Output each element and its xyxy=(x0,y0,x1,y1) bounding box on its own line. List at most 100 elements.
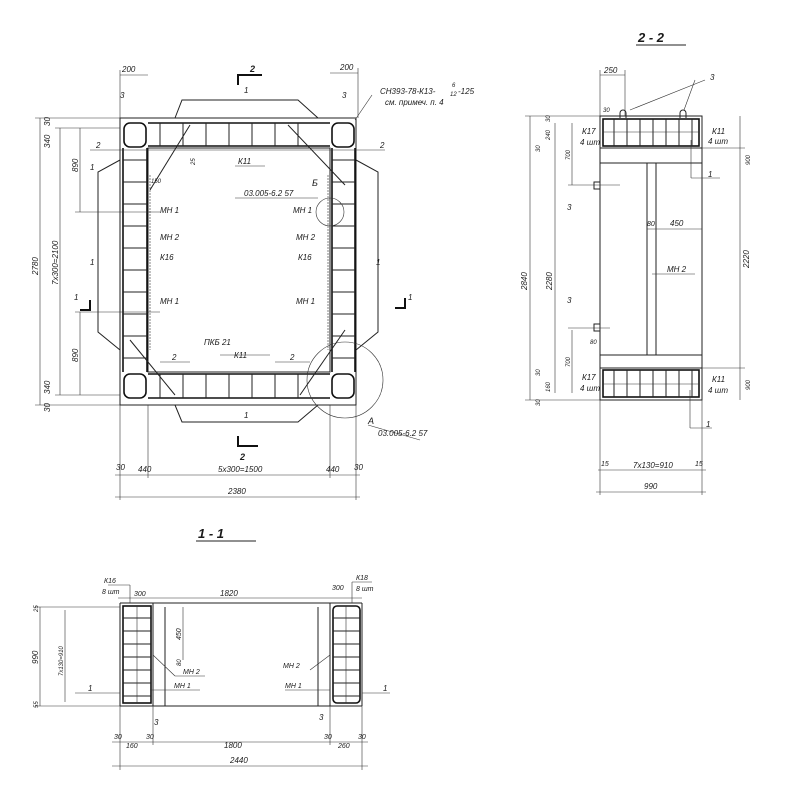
section-1-1-dimensions xyxy=(35,581,390,770)
dim-label: 25 xyxy=(34,605,40,613)
dim-label: 30 xyxy=(536,145,542,152)
mesh-label: МН 2 xyxy=(283,663,300,670)
embedded-part xyxy=(593,323,601,332)
element-mark: 2 xyxy=(379,141,385,150)
dim-label: 890 xyxy=(71,348,80,362)
dim-label: 2380 xyxy=(227,487,246,496)
section-1-1-labels: К16 8 шт 300 1820 300 К18 8 шт 25 990 7x… xyxy=(31,575,387,765)
element-mark: 1 xyxy=(244,411,248,420)
dim-label: 25 xyxy=(191,158,197,166)
dim-label: 700 xyxy=(566,149,572,160)
dim-label: 200 xyxy=(121,65,136,74)
plan-labels: 200 200 2 1 3 3 СН393-78-К13- 6 12 -125 … xyxy=(31,63,475,496)
dim-label: 300 xyxy=(332,585,344,592)
plan-inner-opening xyxy=(147,147,331,373)
dim-label: 200 xyxy=(339,63,354,72)
rebar-label: К16 xyxy=(298,253,312,262)
section-title: 1 - 1 xyxy=(198,526,224,541)
mesh-spec-den: 12 xyxy=(450,92,457,98)
section-mark-1: 1 xyxy=(88,684,92,693)
dim-label: 450 xyxy=(176,628,183,640)
element-mark: 1 xyxy=(708,170,712,179)
section-mark-2: 2 xyxy=(239,452,245,462)
element-mark: 1 xyxy=(376,258,380,267)
dim-label: 250 xyxy=(603,66,618,75)
dim-label: 30 xyxy=(43,117,52,126)
dim-label: 240 xyxy=(546,129,552,141)
dim-label: 160 xyxy=(546,381,552,392)
dim-label: 5x300=1500 xyxy=(218,465,263,474)
section-2-2-dimensions xyxy=(525,70,745,495)
element-1-bottom xyxy=(174,404,319,423)
dim-label: 900 xyxy=(746,379,752,390)
dim-label: 15 xyxy=(695,461,703,468)
mesh-label: МН 2 xyxy=(183,669,200,676)
dim-label: 890 xyxy=(71,158,80,172)
section-1-1: 1 - 1 xyxy=(31,526,390,770)
plan-view: 200 200 2 1 3 3 СН393-78-К13- 6 12 -125 … xyxy=(31,63,475,500)
detail-b-ref: 03.005-6.2 57 xyxy=(244,189,294,198)
qty-label: 4 шт xyxy=(580,138,600,147)
dim-label: 160 xyxy=(126,743,138,750)
section-mark-2: 2 xyxy=(249,64,255,74)
dim-label: 7x130=910 xyxy=(633,461,673,470)
dim-label: 1800 xyxy=(224,741,242,750)
plan-rebar-bands xyxy=(122,122,356,399)
cage-bottom xyxy=(602,369,700,398)
qty-label: 8 шт xyxy=(356,586,374,593)
rebar-label: К16 xyxy=(104,578,116,585)
rebar-label: К16 xyxy=(160,253,174,262)
element-mark: 1 xyxy=(90,163,94,172)
rebar-label: К17 xyxy=(582,373,596,382)
dim-label: 80 xyxy=(590,340,597,346)
element-mark: 3 xyxy=(319,713,324,722)
element-mark: 3 xyxy=(120,91,125,100)
mesh-label: МН 1 xyxy=(160,297,179,306)
mesh-label: МН 2 xyxy=(296,233,316,242)
mesh-spec: СН393-78-К13- xyxy=(380,87,436,96)
dim-label: 7x130=910 xyxy=(59,645,65,676)
element-mark: 2 xyxy=(171,353,177,362)
mesh-spec-step: -125 xyxy=(458,87,475,96)
qty-label: 4 шт xyxy=(708,386,728,395)
detail-a-circle xyxy=(306,341,384,419)
section-2-2: 2 - 2 xyxy=(520,30,752,495)
element-mark: 3 xyxy=(154,718,159,727)
dim-label: 340 xyxy=(43,380,52,394)
dim-label: 440 xyxy=(138,465,152,474)
dim-label: 900 xyxy=(746,154,752,165)
cage-right xyxy=(332,605,361,704)
section-mark-1: 1 xyxy=(74,293,78,302)
qty-label: 4 шт xyxy=(580,384,600,393)
dim-label: 30 xyxy=(603,108,610,114)
detail-a-mark: А xyxy=(367,416,374,426)
dim-label: 2780 xyxy=(31,257,40,276)
qty-label: 4 шт xyxy=(708,137,728,146)
dim-label: 700 xyxy=(566,356,572,367)
mesh-label: МН 1 xyxy=(293,206,312,215)
dim-label: 450 xyxy=(670,219,684,228)
dim-label: 30 xyxy=(536,369,542,376)
dim-label: 990 xyxy=(644,482,658,491)
dim-label: 80 xyxy=(647,221,655,228)
block-label: ПКБ 21 xyxy=(204,338,231,347)
dim-label: 30 xyxy=(354,463,363,472)
element-mark: 1 xyxy=(90,258,94,267)
dim-label: 2280 xyxy=(545,272,554,291)
element-mark: 3 xyxy=(567,203,572,212)
qty-label: 8 шт xyxy=(102,589,120,596)
element-1-top xyxy=(174,99,319,119)
rebar-label: К18 xyxy=(356,575,368,582)
dim-label: 990 xyxy=(31,650,40,664)
dim-label: 7x300=2100 xyxy=(51,240,60,285)
dim-label: 55 xyxy=(34,701,40,708)
dim-label: 30 xyxy=(536,399,542,406)
element-mark: 3 xyxy=(567,296,572,305)
dim-label: 30 xyxy=(324,734,332,741)
dim-label: 15 xyxy=(601,461,609,468)
section-mark-1: 1 xyxy=(383,684,387,693)
dim-label: 1820 xyxy=(220,589,238,598)
section-title: 2 - 2 xyxy=(637,30,665,45)
mesh-spec-num: 6 xyxy=(452,83,456,89)
